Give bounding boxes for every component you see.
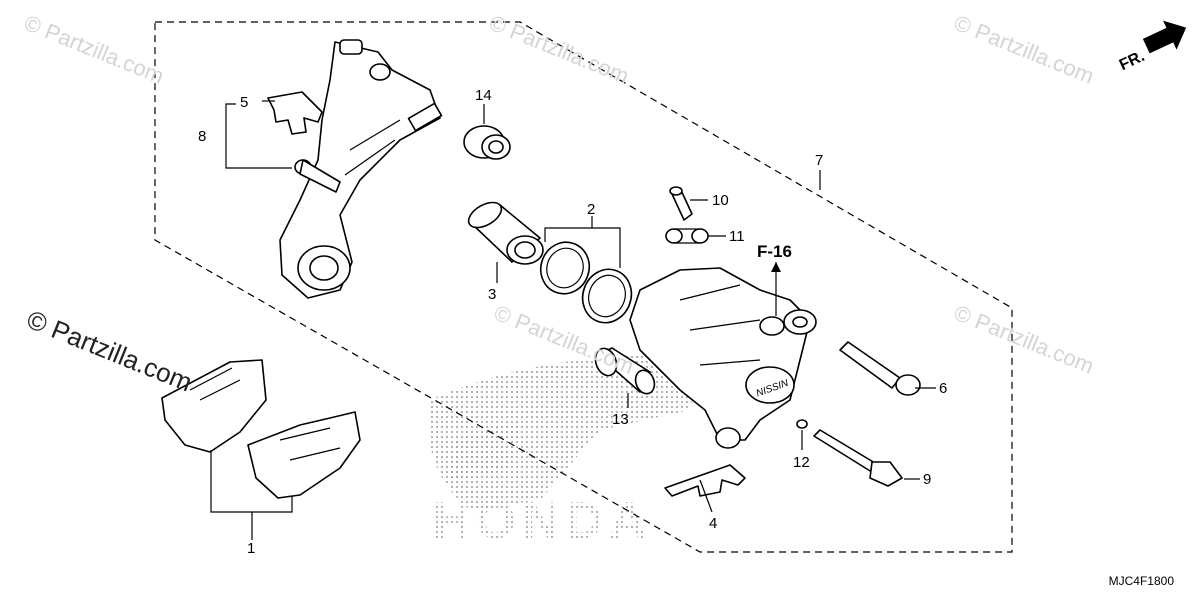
honda-wing-watermark xyxy=(428,355,700,510)
diagram-code: MJC4F1800 xyxy=(1108,574,1174,588)
brake-pad-front xyxy=(247,411,361,499)
callout-1: 1 xyxy=(247,540,255,557)
bleeder-cap xyxy=(665,228,709,244)
caliper-bracket xyxy=(279,39,443,299)
bracket-pin xyxy=(294,159,341,193)
assembly-boundary xyxy=(154,21,1013,553)
callout-3: 3 xyxy=(488,286,496,303)
callout-6: 6 xyxy=(939,380,947,397)
slide-pin-upper xyxy=(839,341,921,396)
honda-wordmark: HONDA xyxy=(432,492,653,550)
retainer-clip xyxy=(267,91,323,135)
callout-7: 7 xyxy=(815,152,823,169)
callout-11: 11 xyxy=(729,228,745,245)
callout-5: 5 xyxy=(240,94,248,111)
seal-rings xyxy=(539,241,633,324)
piston xyxy=(467,201,544,265)
callout-14: 14 xyxy=(475,87,492,104)
piston-boot xyxy=(463,125,511,160)
brake-pad-rear xyxy=(161,359,267,453)
callout-2: 2 xyxy=(587,201,595,218)
callout-12: 12 xyxy=(793,454,810,471)
direction-label: FR. xyxy=(1117,48,1148,74)
arrow-icon xyxy=(1142,20,1187,54)
callout-8: 8 xyxy=(198,128,206,145)
reference-label: F-16 xyxy=(757,242,792,261)
leader-lines xyxy=(210,100,936,540)
sleeve xyxy=(594,347,656,395)
callout-10: 10 xyxy=(712,192,729,209)
callout-4: 4 xyxy=(709,515,717,532)
pad-spring xyxy=(664,464,746,497)
washer xyxy=(796,419,808,429)
direction-indicator: FR. xyxy=(1117,20,1187,74)
callout-13: 13 xyxy=(612,411,629,428)
reference-arrow xyxy=(771,262,781,272)
callout-9: 9 xyxy=(923,471,931,488)
pin-bolt xyxy=(813,429,903,487)
bleeder-screw xyxy=(669,186,693,221)
caliper-body: NISSIN xyxy=(629,267,817,449)
